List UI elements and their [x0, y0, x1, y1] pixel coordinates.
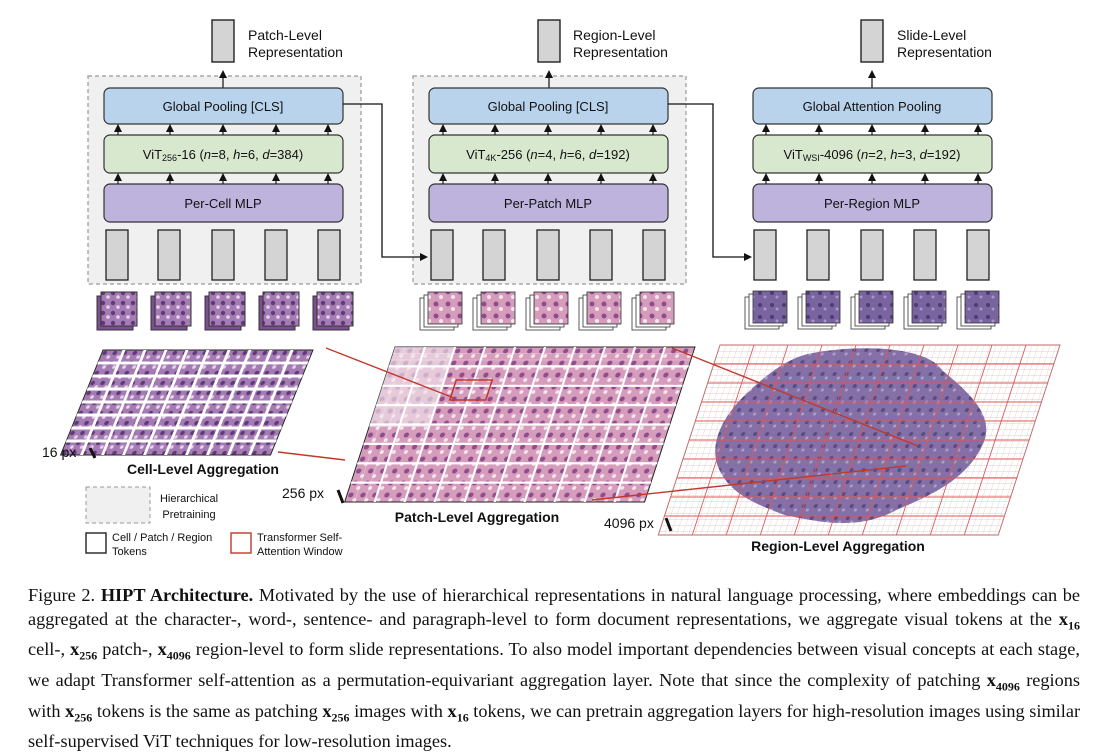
legend-window-swatch — [230, 532, 252, 554]
caption-text-6: tokens is the same as patching — [96, 700, 318, 721]
legend-tokens-swatch — [85, 532, 107, 554]
caption-x16-symbol: x16 — [447, 700, 469, 725]
legend-window-line1: Transformer Self- — [257, 532, 343, 544]
hipt-architecture-figure: Patch-Level Representation Global Poolin… — [42, 19, 1061, 558]
input-tokens — [430, 229, 666, 281]
px-label: 256 px — [282, 485, 324, 501]
stage-cell: Patch-Level Representation Global Poolin… — [42, 19, 362, 477]
output-label-line2: Representation — [573, 44, 668, 60]
caption-x4096-symbol: x4096 — [157, 639, 191, 664]
stage-region: Slide-Level Representation Global Attent… — [604, 19, 1061, 554]
slide-level-representation-token — [860, 19, 884, 63]
vit-label: ViT256-16 (n=8, h=6, d=384) — [143, 147, 303, 163]
px-label: 16 px — [42, 444, 76, 460]
region-level-representation-token — [537, 19, 561, 63]
caption-x256-symbol: x256 — [322, 700, 350, 725]
figure-caption: Figure 2. HIPT Architecture. Motivated b… — [28, 584, 1080, 754]
aggregation-label: Region-Level Aggregation — [751, 538, 925, 554]
legend-pretraining-line2: Pretraining — [162, 509, 215, 521]
cell-grid — [59, 349, 314, 456]
vit-label: ViT4K-256 (n=4, h=6, d=192) — [466, 147, 630, 163]
connector-cell-to-patch — [343, 103, 428, 261]
input-tokens — [105, 229, 341, 281]
mlp-label: Per-Cell MLP — [184, 196, 261, 211]
vit-arrows — [762, 124, 982, 184]
caption-x4096-symbol: x4096 — [986, 670, 1020, 694]
caption-x16-symbol: x16 — [1058, 608, 1080, 633]
caption-x256-symbol: x256 — [65, 700, 93, 725]
vit-label: ViTWSI-4096 (n=2, h=3, d=192) — [784, 147, 961, 163]
legend-window-line2: Attention Window — [257, 546, 343, 558]
legend-tokens-line2: Tokens — [112, 546, 147, 558]
caption-text-7: images with — [354, 700, 443, 721]
patch-thumbnails — [419, 291, 675, 331]
input-tokens — [753, 229, 990, 281]
legend-pretraining-swatch — [85, 486, 151, 524]
legend-pretraining-line1: Hierarchical — [160, 493, 218, 505]
global-pooling-label: Global Attention Pooling — [803, 99, 942, 114]
mlp-label: Per-Patch MLP — [504, 196, 592, 211]
stage-connectors — [343, 103, 752, 261]
output-label-line1: Patch-Level — [248, 27, 322, 43]
px-label: 4096 px — [604, 515, 654, 531]
output-label-line1: Slide-Level — [897, 27, 966, 43]
caption-text-4: region-level to form slide representatio… — [28, 639, 1080, 691]
region-grid — [657, 344, 1061, 536]
vit-arrows — [114, 124, 332, 184]
output-label-line2: Representation — [248, 44, 343, 60]
aggregation-label: Patch-Level Aggregation — [395, 509, 559, 525]
vit-arrows — [439, 124, 657, 184]
attention-window-callouts — [277, 347, 919, 501]
caption-text-5: regions with — [28, 670, 1081, 721]
global-pooling-label: Global Pooling [CLS] — [488, 99, 609, 114]
legend: Hierarchical Pretraining Cell / Patch / … — [85, 486, 343, 558]
patch-grid — [343, 346, 696, 503]
mlp-label: Per-Region MLP — [824, 196, 920, 211]
caption-text-1: Motivated by the use of hierarchical rep… — [28, 585, 1081, 629]
global-pooling-label: Global Pooling [CLS] — [163, 99, 284, 114]
region-thumbnails — [744, 290, 1000, 330]
caption-figure-number: Figure 2. — [28, 585, 96, 605]
connector-patch-to-region — [668, 103, 752, 261]
aggregation-label: Cell-Level Aggregation — [127, 461, 279, 477]
stage-patch: Region-Level Representation Global Pooli… — [282, 19, 696, 525]
caption-text-3: patch-, — [102, 639, 153, 660]
output-label-line1: Region-Level — [573, 27, 656, 43]
caption-text-2: cell-, — [28, 639, 66, 660]
caption-x256-symbol: x256 — [70, 639, 98, 664]
caption-title: HIPT Architecture. — [100, 585, 254, 605]
cell-thumbnails — [96, 291, 354, 331]
legend-tokens-line1: Cell / Patch / Region — [112, 532, 212, 544]
output-label-line2: Representation — [897, 44, 992, 60]
patch-level-representation-token — [211, 19, 235, 63]
